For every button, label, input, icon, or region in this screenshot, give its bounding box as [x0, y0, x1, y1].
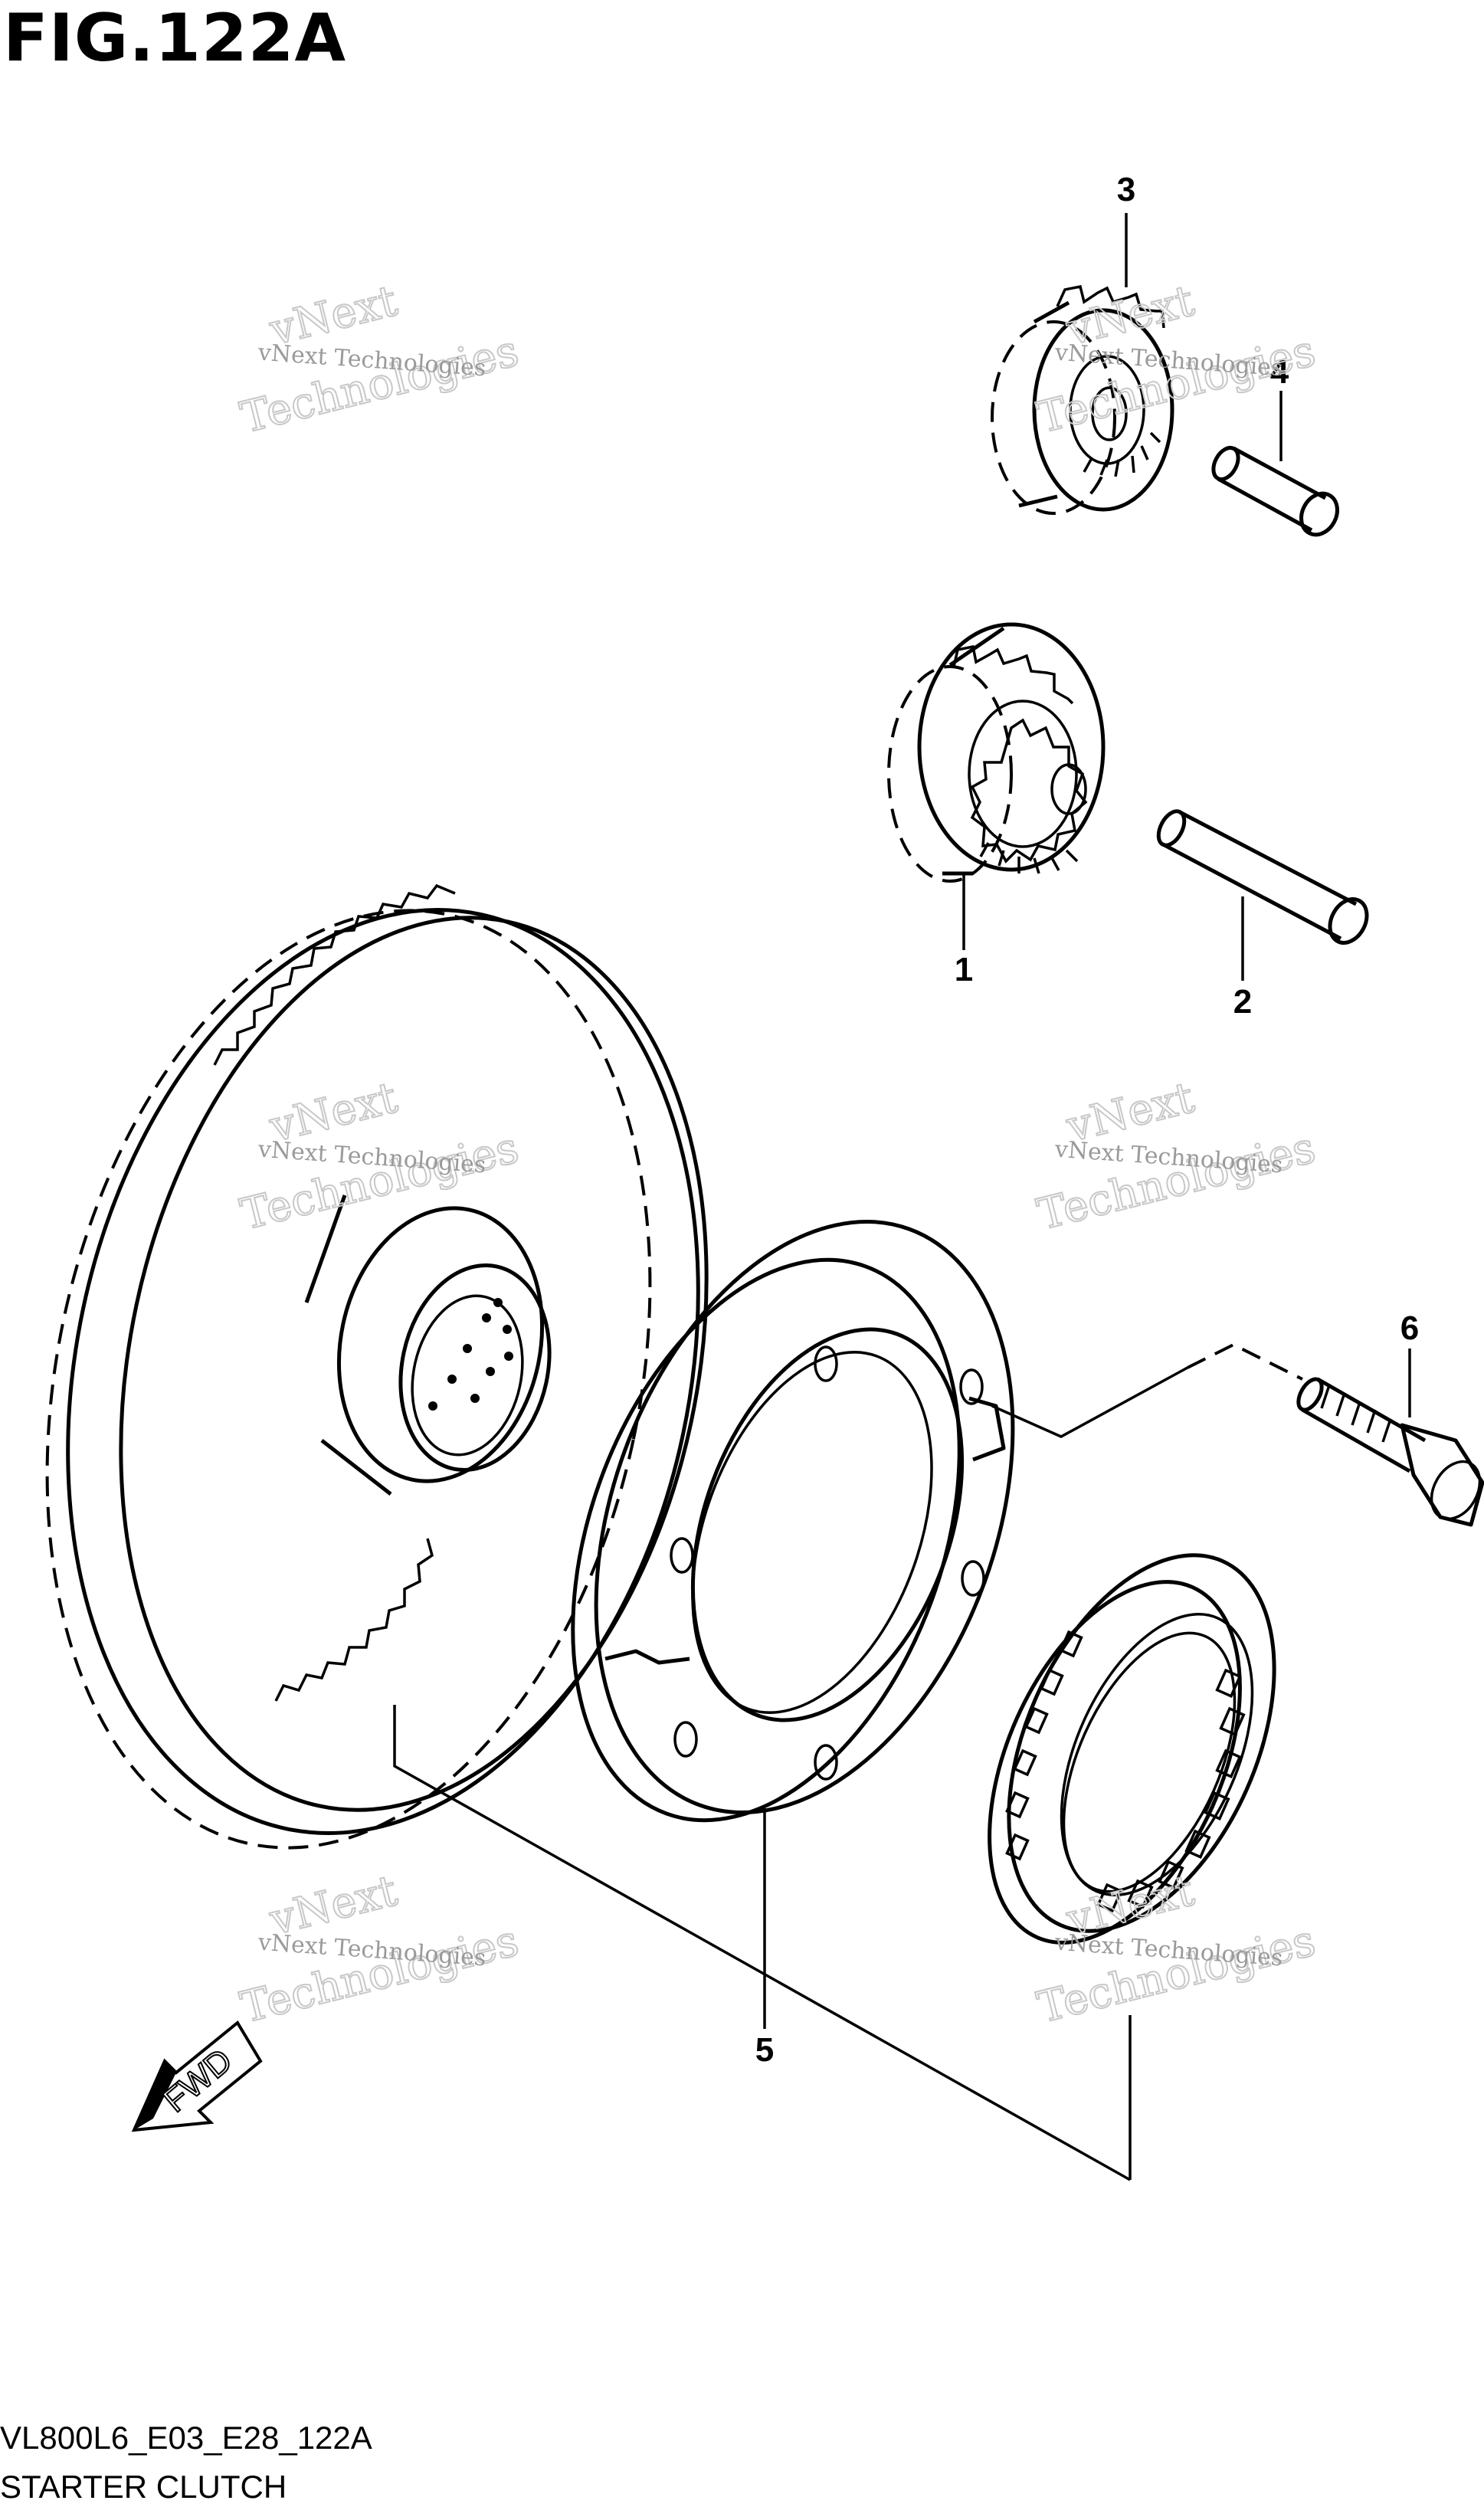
- part-5-starter-driven-gear[interactable]: [0, 850, 785, 1904]
- callout-2: 2: [1233, 983, 1252, 1021]
- bolt-reference-dash: [1187, 1342, 1303, 1381]
- callout-1: 1: [955, 951, 973, 988]
- figure-name: STARTER CLUTCH: [0, 2469, 287, 2505]
- fwd-arrow: FWD: [131, 2020, 263, 2132]
- watermark-4: vNext Technologies vNext Technologies: [1032, 1072, 1321, 1240]
- callout-4: 4: [1270, 353, 1289, 391]
- callout-3: 3: [1117, 171, 1135, 208]
- watermark-1: vNext Technologies vNext Technologies: [235, 275, 524, 444]
- bracket-line-gear: [393, 1705, 1131, 2181]
- part-3-gear[interactable]: [991, 284, 1174, 515]
- part-2-shaft[interactable]: [1153, 807, 1374, 949]
- figure-title: FIG.122A: [3, 0, 347, 77]
- callout-6: 6: [1400, 1309, 1419, 1347]
- watermark-5: vNext Technologies vNext Technologies: [235, 1865, 524, 2033]
- figure-code: VL800L6_E03_E28_122A: [0, 2420, 372, 2456]
- part-1-gear-with-pinion[interactable]: [887, 622, 1106, 883]
- watermark-6: vNext Technologies vNext Technologies: [1032, 1865, 1321, 2033]
- part-5-one-way-clutch[interactable]: [939, 1514, 1327, 1981]
- bolt-reference-line: [991, 1366, 1188, 1438]
- part-4-pin[interactable]: [1208, 444, 1344, 541]
- part-6-bolt[interactable]: [1294, 1375, 1484, 1528]
- callout-5: 5: [755, 2031, 774, 2069]
- watermark-2: vNext Technologies vNext Technologies: [1032, 275, 1321, 444]
- part-5-clutch-housing[interactable]: [501, 1164, 1089, 1874]
